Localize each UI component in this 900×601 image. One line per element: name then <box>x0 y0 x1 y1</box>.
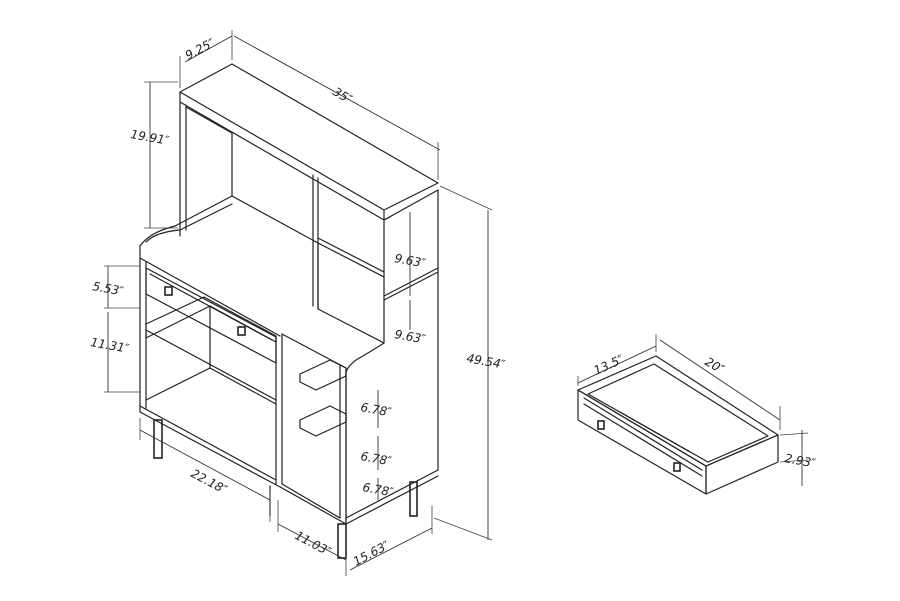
kitchen-cabinet-drawing <box>139 63 439 559</box>
leg-front-left <box>153 419 163 459</box>
label-base-depth: 15.63″ <box>351 538 392 569</box>
label-drawer-height: 2.93″ <box>783 451 817 470</box>
hutch-top-panel <box>179 63 439 211</box>
label-side-shelf-1: 6.78″ <box>359 400 393 419</box>
label-drawer-depth: 13.5″ <box>592 352 627 378</box>
drawer-handle-1 <box>597 420 605 430</box>
label-drawer-width: 20″ <box>703 354 728 376</box>
label-hutch-height: 19.91″ <box>129 127 170 148</box>
label-side-shelf-3: 6.78″ <box>361 480 395 499</box>
drawer-handle-left <box>164 286 173 296</box>
label-width: 35″ <box>331 84 356 106</box>
leg-front-right <box>337 523 347 559</box>
drawer-handle-right <box>237 326 246 336</box>
label-right-width: 11.03″ <box>293 528 334 559</box>
label-total-height: 49.54″ <box>465 351 506 372</box>
dimension-lines <box>104 30 809 576</box>
label-open-shelf: 11.31″ <box>89 335 130 356</box>
label-lower-cubby: 9.63″ <box>393 327 427 346</box>
label-depth-top: 9.25″ <box>183 35 218 62</box>
counter-top <box>139 195 385 373</box>
label-side-shelf-2: 6.78″ <box>359 449 393 468</box>
drawer-drawing <box>577 355 779 495</box>
label-left-width: 22.18″ <box>189 466 230 497</box>
label-upper-cubby: 9.63″ <box>393 251 427 270</box>
drawer-handle-2 <box>673 462 681 472</box>
dimension-labels: 9.25″ 35″ 19.91″ 49.54″ 9.63″ 9.63″ 5.53… <box>89 35 817 568</box>
leg-back-right <box>409 481 418 517</box>
label-drawer-front: 5.53″ <box>91 279 125 298</box>
